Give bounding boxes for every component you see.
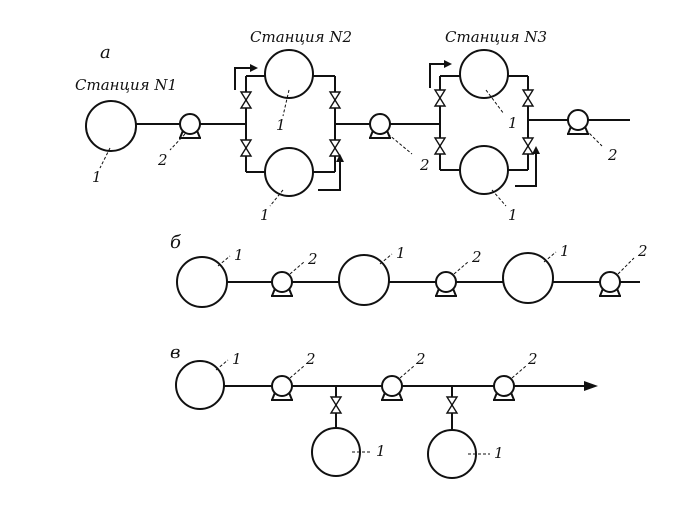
- tank-b-1-number: 1: [234, 246, 244, 264]
- station-2-label: Станция N2: [250, 28, 352, 46]
- panel-c: в 1 2 1 2 1 2: [170, 342, 598, 479]
- flow-arrow-s2-top: [234, 67, 256, 90]
- pump-b-2: [434, 271, 458, 297]
- pump-c-3-number: 2: [527, 350, 538, 368]
- pump-b-3: [598, 271, 622, 297]
- tank-station-2-bottom: [264, 147, 314, 197]
- tank-b-2-number: 1: [396, 244, 406, 262]
- pump-a-3-number: 2: [607, 146, 618, 164]
- station-3-group: 1 1: [429, 49, 540, 224]
- tank-s2-top-number: 1: [276, 116, 286, 134]
- pump-b-3-number: 2: [637, 242, 648, 260]
- panel-b-label: б: [170, 232, 182, 253]
- panel-a-label: а: [100, 42, 111, 63]
- pump-c-2: [380, 375, 404, 401]
- tank-b-2: [338, 254, 390, 306]
- valve-s2-1: [240, 91, 252, 109]
- tank-station-2-top: [264, 49, 314, 99]
- valve-s2-4: [329, 139, 341, 157]
- panel-a: а Станция N1 Станция N2 Станция N3 1 2: [75, 28, 630, 224]
- station-3-label: Станция N3: [445, 28, 547, 46]
- pump-c-3: [492, 375, 516, 401]
- valve-s3-2: [434, 137, 446, 155]
- tank-station-1: [85, 100, 137, 152]
- pump-b-1-number: 2: [307, 250, 318, 268]
- tank-c-source: [175, 360, 225, 410]
- panel-b: б 1 2 1 2 1 2: [170, 232, 648, 308]
- flow-arrow-s3-bottom: [515, 150, 537, 187]
- valve-s2-3: [329, 91, 341, 109]
- pump-a-2-number: 2: [419, 156, 430, 174]
- panel-c-label: в: [170, 342, 180, 363]
- station-1-label: Станция N1: [75, 76, 177, 94]
- tank-c-source-number: 1: [232, 350, 242, 368]
- valve-s2-2: [240, 139, 252, 157]
- valve-s3-4: [522, 137, 534, 155]
- pump-c-2-number: 2: [415, 350, 426, 368]
- tank-b-3: [502, 252, 554, 304]
- tank-b-1: [176, 256, 228, 308]
- pump-c-1: [270, 375, 294, 401]
- pump-b-2-number: 2: [471, 248, 482, 266]
- valve-s3-3: [522, 89, 534, 107]
- tank-s2-bottom-number: 1: [260, 206, 270, 224]
- pump-a-1: [178, 113, 202, 139]
- valve-s3-1: [434, 89, 446, 107]
- pump-a-1-leader: [169, 133, 186, 151]
- tank-s3-bottom-number: 1: [508, 206, 518, 224]
- valve-c-1: [330, 396, 342, 414]
- tank-b-3-number: 1: [560, 242, 570, 260]
- flow-arrow-s3-top: [429, 63, 450, 88]
- tank-c-2-number: 1: [494, 444, 504, 462]
- tank-1-leader: [99, 147, 111, 169]
- pump-a-1-number: 2: [157, 151, 168, 169]
- flow-arrow-s2-bottom: [318, 158, 341, 191]
- pipe-c-arrow: [584, 381, 598, 391]
- valve-c-2: [446, 396, 458, 414]
- pump-c-1-number: 2: [305, 350, 316, 368]
- station-2-group: 1 1: [234, 49, 344, 224]
- tank-station-3-bottom: [459, 145, 509, 195]
- tank-s3-top-number: 1: [508, 114, 518, 132]
- tank-c-1-number: 1: [376, 442, 386, 460]
- pump-b-1: [270, 271, 294, 297]
- tank-station-3-top: [459, 49, 509, 99]
- tank-1-number: 1: [92, 168, 102, 186]
